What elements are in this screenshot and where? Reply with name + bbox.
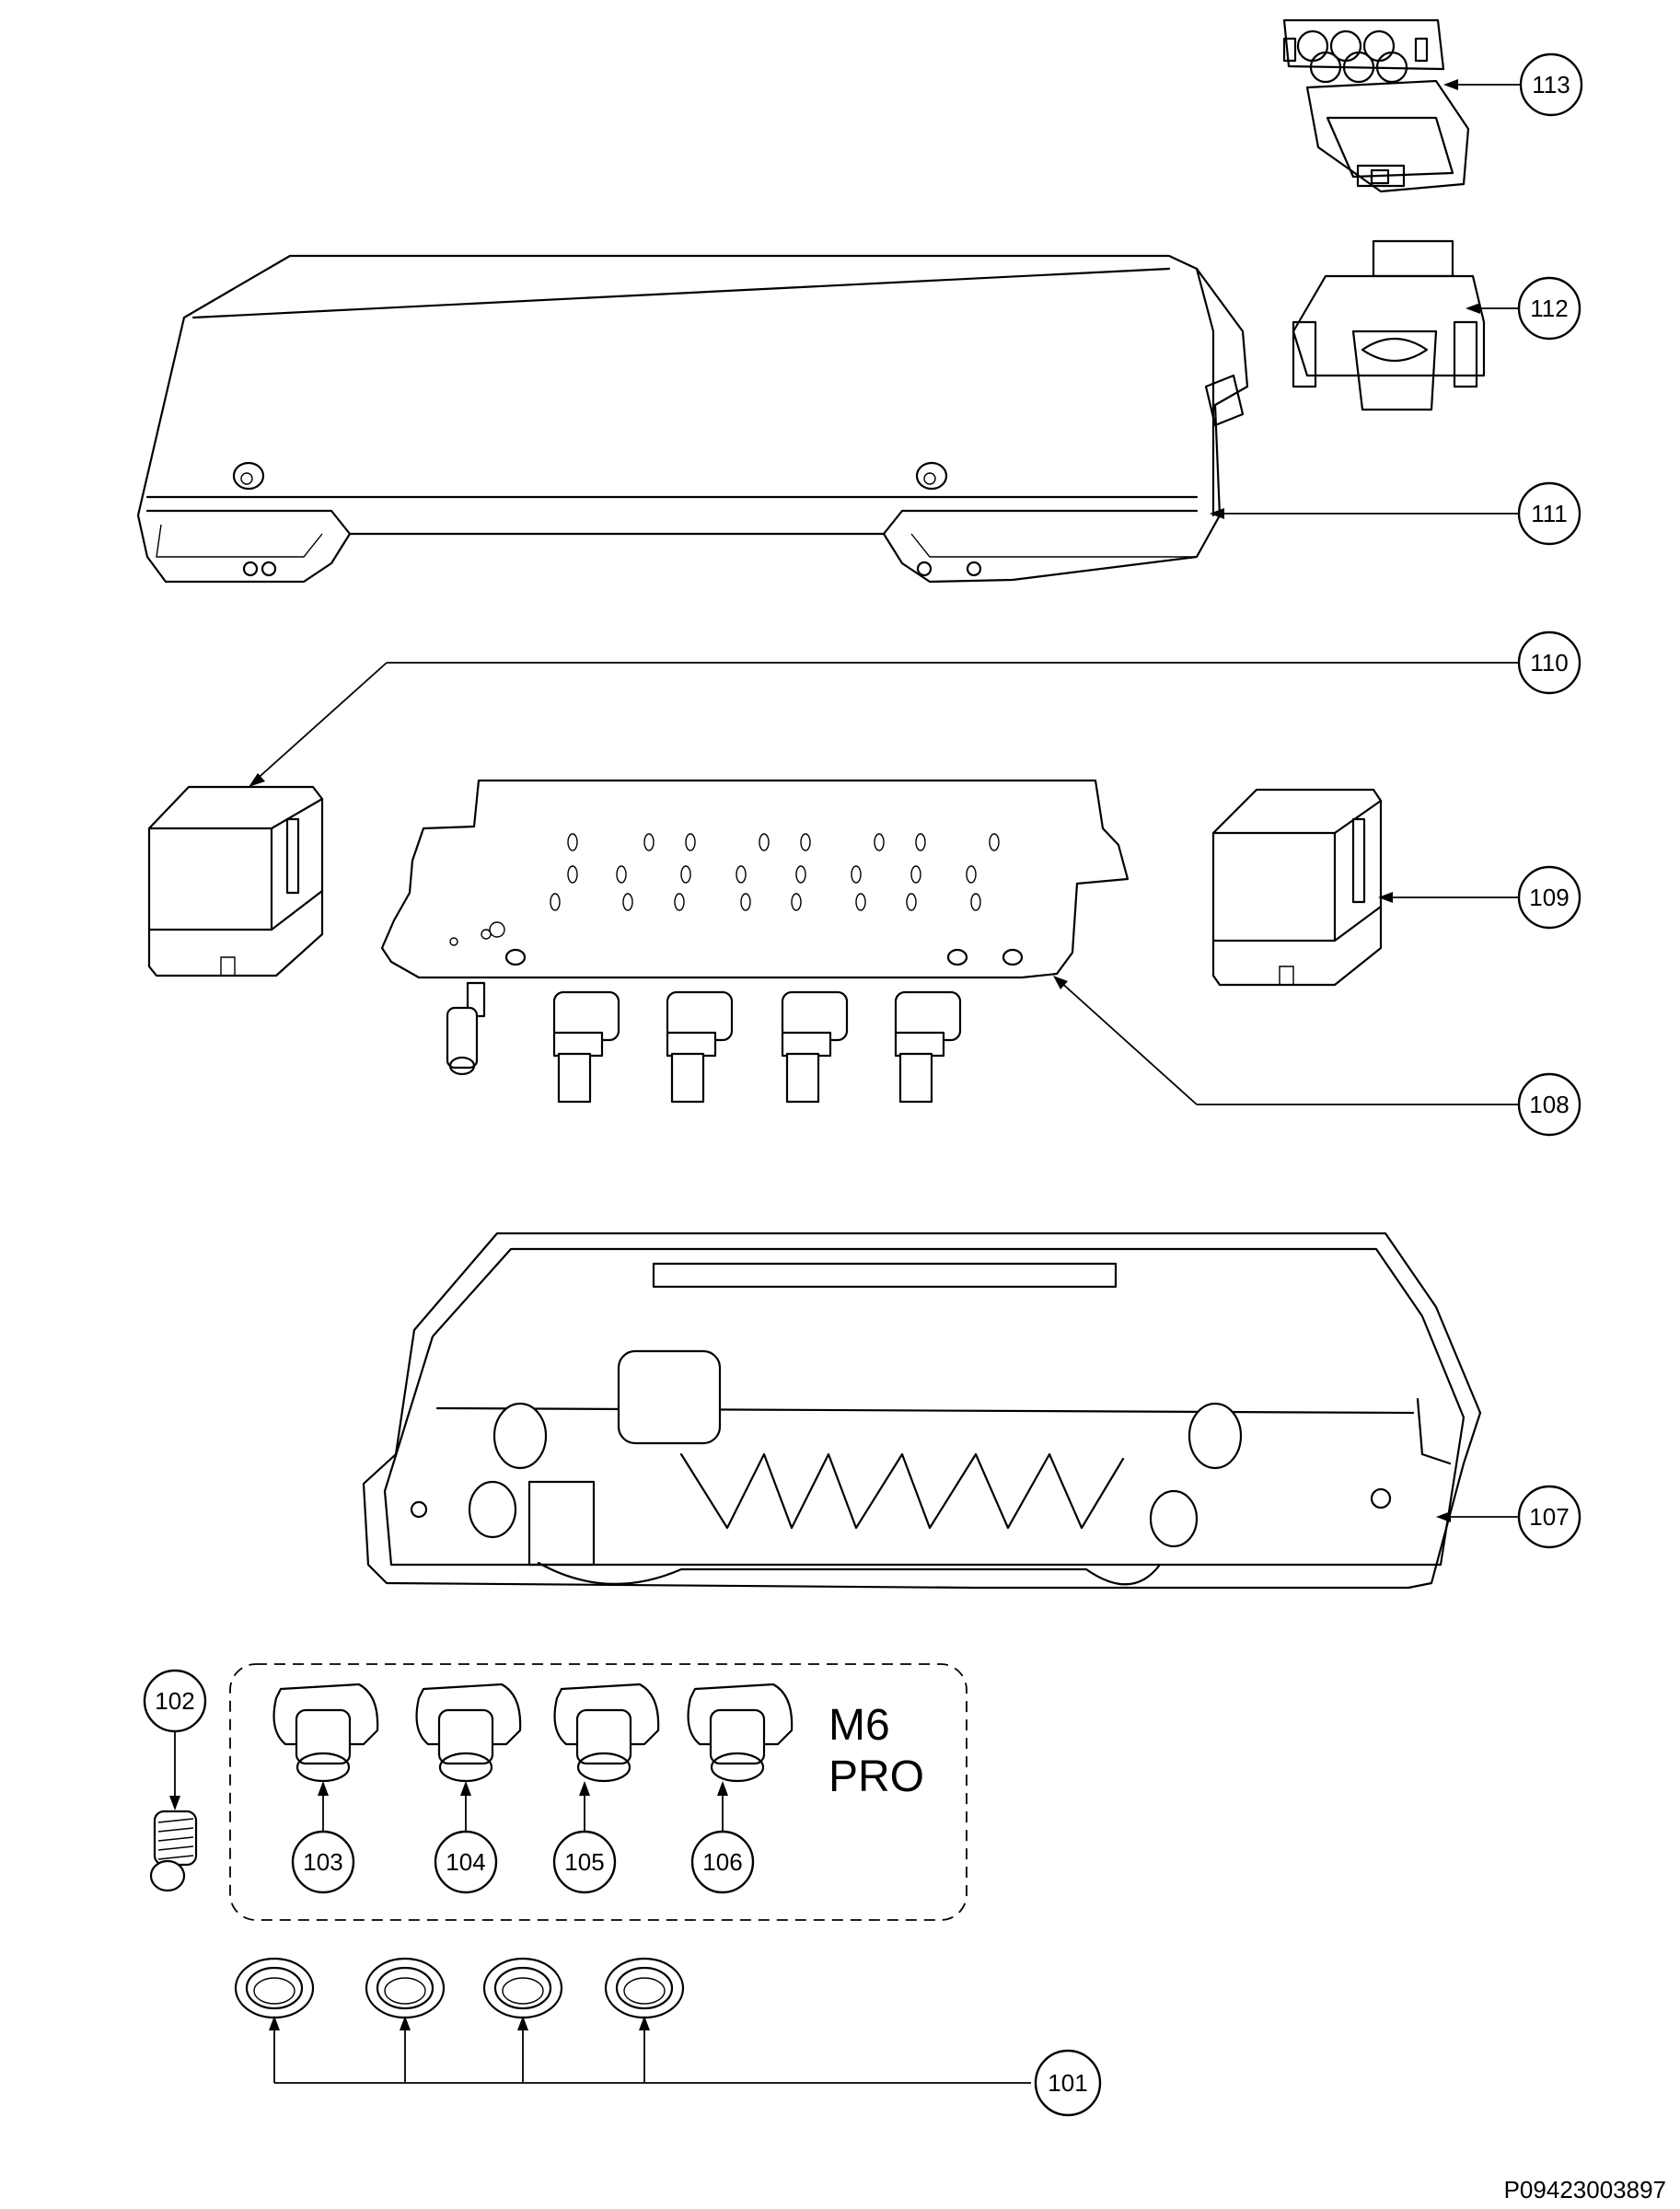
callout-102: 102 [143, 1669, 207, 1733]
callout-104-label: 104 [446, 1848, 485, 1876]
part-101-ring-3 [482, 1957, 563, 2019]
part-101-ring-1 [234, 1957, 315, 2019]
callout-110-label: 110 [1530, 649, 1568, 677]
variant-group-frame [229, 1663, 967, 1921]
callout-113: 113 [1519, 52, 1583, 117]
part-104-knob [415, 1683, 522, 1783]
callout-101-label: 101 [1048, 2069, 1087, 2097]
part-101-ring-2 [365, 1957, 446, 2019]
callout-108-label: 108 [1529, 1091, 1569, 1118]
part-105-knob [553, 1683, 660, 1783]
callout-104: 104 [434, 1830, 498, 1894]
part-110-left-cap [147, 785, 324, 977]
callout-105: 105 [552, 1830, 617, 1894]
variant-label-line1: M6 [828, 1701, 890, 1750]
part-101-ring-4 [604, 1957, 685, 2019]
callout-103-label: 103 [303, 1848, 342, 1876]
part-112-switch [1292, 239, 1486, 411]
callout-107-label: 107 [1529, 1503, 1569, 1531]
part-103-knob [272, 1683, 379, 1783]
variant-label-line2: PRO [828, 1752, 924, 1801]
callout-109-label: 109 [1529, 884, 1569, 911]
pcb-switch-2 [666, 990, 734, 1104]
callout-109: 109 [1517, 865, 1582, 930]
part-109-right-cap [1211, 788, 1383, 987]
callout-105-label: 105 [564, 1848, 604, 1876]
callout-106-label: 106 [702, 1848, 742, 1876]
part-107-housing [362, 1232, 1482, 1590]
callout-111-label: 111 [1531, 500, 1568, 527]
part-113-connector [1282, 18, 1470, 193]
callout-101: 101 [1034, 2049, 1102, 2117]
callout-113-label: 113 [1532, 71, 1570, 98]
callout-111: 111 [1517, 481, 1582, 546]
callout-106: 106 [690, 1830, 755, 1894]
callout-103: 103 [291, 1830, 355, 1894]
pcb-switch-3 [781, 990, 849, 1104]
callout-107: 107 [1517, 1485, 1582, 1549]
callout-110: 110 [1517, 630, 1582, 695]
part-106-knob [687, 1683, 794, 1783]
pcb-pin-holes [449, 833, 1024, 966]
callout-112: 112 [1517, 276, 1582, 341]
leader-lines [169, 79, 1521, 2084]
part-102-screw [149, 1810, 198, 1892]
part-108-pcb [380, 779, 1130, 1104]
pcb-led [446, 981, 486, 1076]
callout-108: 108 [1517, 1072, 1582, 1137]
pcb-switch-4 [894, 990, 962, 1104]
drawing-code: P09423003897 [1504, 2176, 1666, 2203]
callout-102-label: 102 [155, 1687, 194, 1715]
part-111-top-cover [136, 254, 1249, 584]
pcb-switch-1 [552, 990, 620, 1104]
callout-112-label: 112 [1530, 295, 1568, 322]
